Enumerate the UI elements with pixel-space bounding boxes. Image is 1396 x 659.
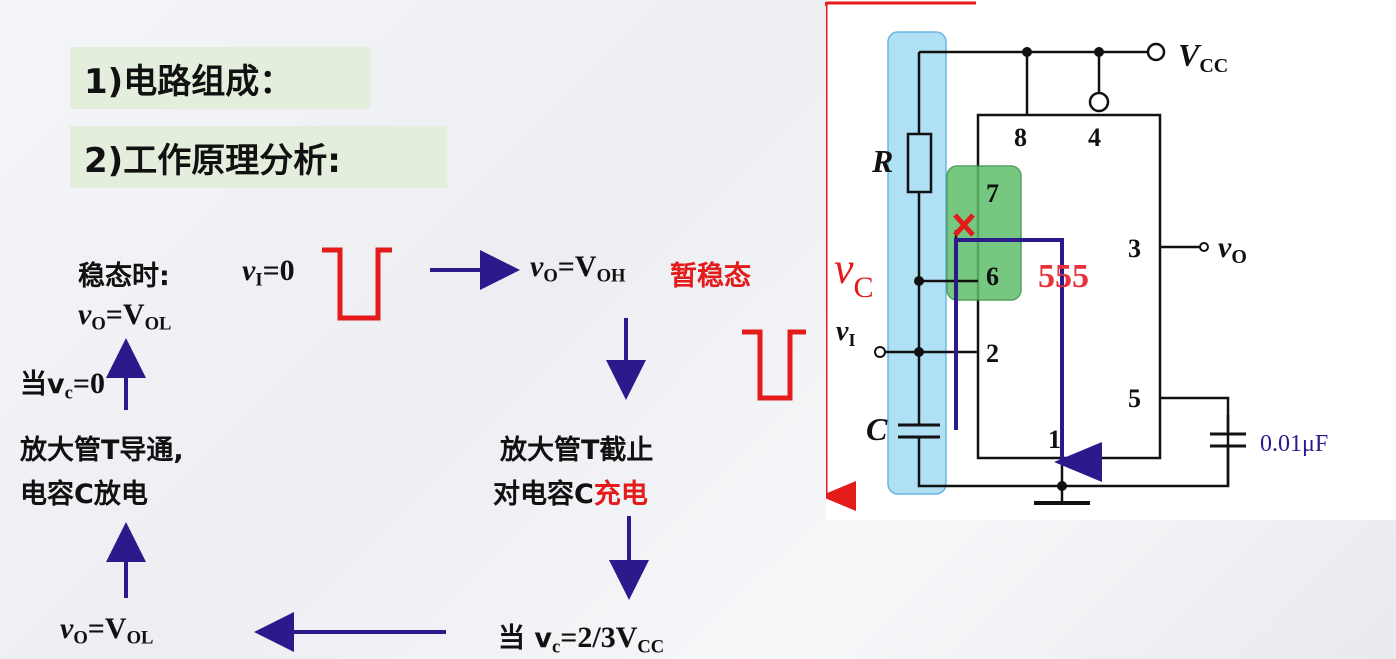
- red-time-arrow: [826, 1, 976, 511]
- conduct-line1: 放大管T导通,: [20, 435, 184, 466]
- cross-icon: [953, 213, 975, 237]
- heading-composition-text: 1)电路组成：: [84, 61, 294, 102]
- pin6-label: 6: [986, 262, 999, 291]
- flow-arrows: [106, 2, 826, 652]
- pin3-label: 3: [1128, 234, 1141, 263]
- vo-terminal: [1199, 242, 1209, 252]
- heading-analysis: 2)工作原理分析:: [70, 126, 447, 188]
- pin5-label: 5: [1128, 384, 1141, 413]
- pin4-label: 4: [1088, 123, 1101, 152]
- vi-terminal: [874, 346, 886, 358]
- pin1-label: 1: [1048, 425, 1061, 454]
- r-label: R: [871, 143, 893, 179]
- pin2-label: 2: [986, 339, 999, 368]
- discharge-path: [954, 238, 1102, 482]
- c-label: C: [866, 411, 888, 447]
- pin7-label: 7: [986, 179, 999, 208]
- cutoff-line2: 对电容C充电: [493, 479, 648, 510]
- conduct-line2: 电容C放电: [20, 479, 148, 510]
- heading-analysis-text: 2)工作原理分析:: [84, 140, 341, 181]
- output-voh: vO=VOH: [530, 250, 626, 287]
- cutoff-line1: 放大管T截止: [500, 435, 654, 466]
- trigger-pulse: [742, 329, 806, 401]
- vcc-label: VCC: [1178, 37, 1228, 77]
- pin8-label: 8: [1014, 123, 1027, 152]
- circuit-diagram: VCC 8 4 7 6 3 2 5 1 555 R C vC vI vO 0.0…: [826, 0, 1396, 520]
- vi-label: vI: [836, 316, 855, 350]
- input-pulse: [322, 247, 392, 321]
- vc-label: vC: [834, 244, 874, 304]
- vo-label: vO: [1218, 231, 1247, 268]
- temp-state-label: 暂稳态: [670, 261, 751, 292]
- bottom-vo: vO=VOL: [60, 612, 154, 649]
- steady-label: 稳态时:: [78, 261, 170, 292]
- threshold-condition: 当 vc=2/3VCC: [498, 621, 665, 658]
- pin67-highlight: [946, 165, 1022, 301]
- pin4-bubble: [1088, 91, 1110, 113]
- cap-value-label: 0.01μF: [1260, 431, 1328, 457]
- steady-vo: vO=VOL: [78, 298, 172, 335]
- discharge-condition: 当vc=0: [20, 367, 105, 404]
- input-vi: vI=0: [242, 254, 295, 291]
- chip-555-label: 555: [1038, 258, 1089, 295]
- heading-composition: 1)电路组成：: [70, 47, 370, 109]
